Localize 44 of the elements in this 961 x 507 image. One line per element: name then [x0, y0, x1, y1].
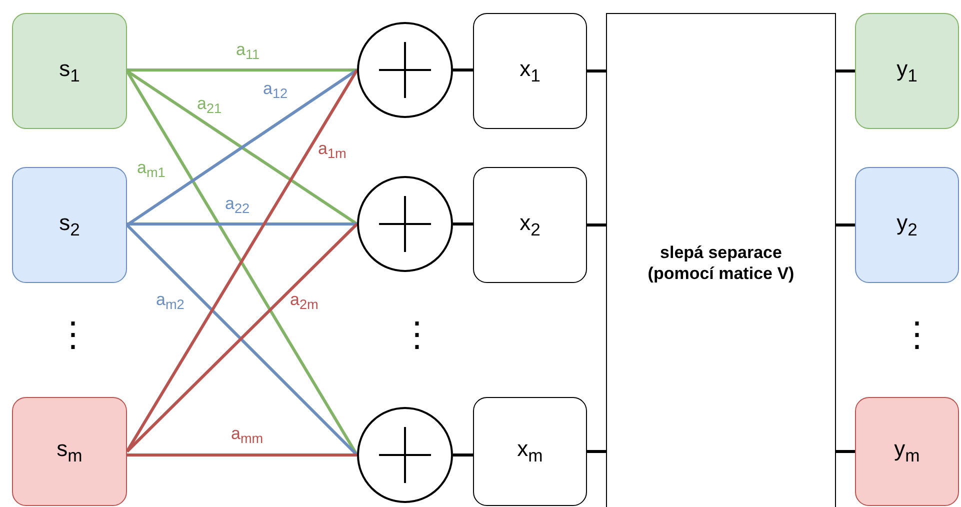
edge-label: a$_{11}$ [236, 40, 260, 62]
edge-label: a$_{m1}$ [137, 158, 166, 180]
variable-label: y$_{m}$ [894, 435, 920, 468]
connector-line [453, 454, 473, 456]
connector-line [836, 224, 855, 226]
connector-line [836, 70, 855, 72]
source-box [12, 13, 127, 129]
connector-line [127, 68, 357, 72]
ellipsis-label: ⋮ [900, 318, 934, 352]
edge-label: a$_{21}$ [197, 94, 222, 116]
separation-block [606, 13, 836, 507]
ellipsis-label: ⋮ [56, 318, 90, 352]
connector-line [587, 70, 606, 72]
edge-label: a$_{1m}$ [318, 139, 346, 162]
source-box [12, 397, 127, 506]
variable-label: x$_{1}$ [520, 54, 540, 88]
edge-label: a$_{m2}$ [156, 290, 184, 312]
mixture-box [473, 397, 587, 506]
variable-label: s$_{2}$ [59, 208, 80, 242]
source-box [12, 167, 127, 283]
variable-label: y$_{2}$ [896, 208, 918, 242]
edge-label: a$_{2m}$ [290, 290, 318, 312]
edge-label: a$_{12}$ [263, 79, 288, 102]
variable-label: x$_{2}$ [520, 208, 540, 242]
output-box [855, 13, 959, 129]
connector-line [836, 450, 855, 453]
mixture-box [473, 13, 587, 129]
output-box [855, 397, 959, 506]
mixture-box [473, 167, 587, 283]
connector-line [127, 222, 357, 226]
block-title: slepá separace (pomocí matice V) [646, 242, 796, 284]
connector-line [453, 222, 473, 226]
connector-line [587, 450, 606, 453]
variable-label: y$_{1}$ [896, 54, 918, 88]
connector-line [587, 224, 606, 226]
connector-line [127, 454, 357, 456]
variable-label: s$_{1}$ [59, 54, 80, 88]
variable-label: x$_{m}$ [517, 435, 543, 468]
output-box [855, 167, 959, 283]
edge-label: a$_{mm}$ [231, 424, 264, 446]
ellipsis-label: ⋮ [400, 318, 434, 352]
connector-line [453, 68, 473, 72]
edge-label: a$_{22}$ [225, 194, 250, 216]
variable-label: s$_{m}$ [56, 435, 82, 468]
